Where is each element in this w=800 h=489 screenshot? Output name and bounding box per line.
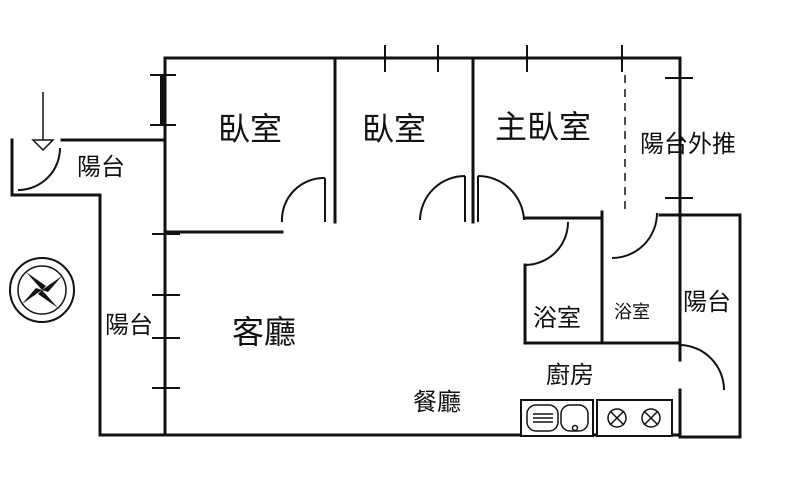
- walls: [10, 56, 742, 439]
- bedroom-2-label: 臥室: [362, 110, 427, 148]
- balcony-left-label: 陽台: [105, 311, 153, 339]
- bedroom-1-label: 臥室: [218, 110, 283, 148]
- door-swings: [17, 147, 725, 391]
- bathroom-2-label: 浴室: [614, 302, 650, 323]
- bathroom-1-label: 浴室: [533, 304, 581, 332]
- balcony-right-label: 陽台: [683, 288, 731, 316]
- living-room-label: 客廳: [232, 313, 297, 351]
- balcony-extended-label: 陽台外推: [640, 130, 736, 158]
- kitchen-label: 廚房: [546, 361, 594, 389]
- entrance-arrow-icon: [31, 92, 55, 152]
- stove-icon: [596, 399, 673, 437]
- master-bedroom-label: 主臥室: [495, 108, 592, 146]
- windows: [150, 45, 693, 389]
- compass-icon: [9, 257, 75, 323]
- dining-room-label: 餐廳: [413, 388, 461, 416]
- sink-icon: [520, 399, 594, 437]
- balcony-west-label: 陽台: [77, 153, 125, 181]
